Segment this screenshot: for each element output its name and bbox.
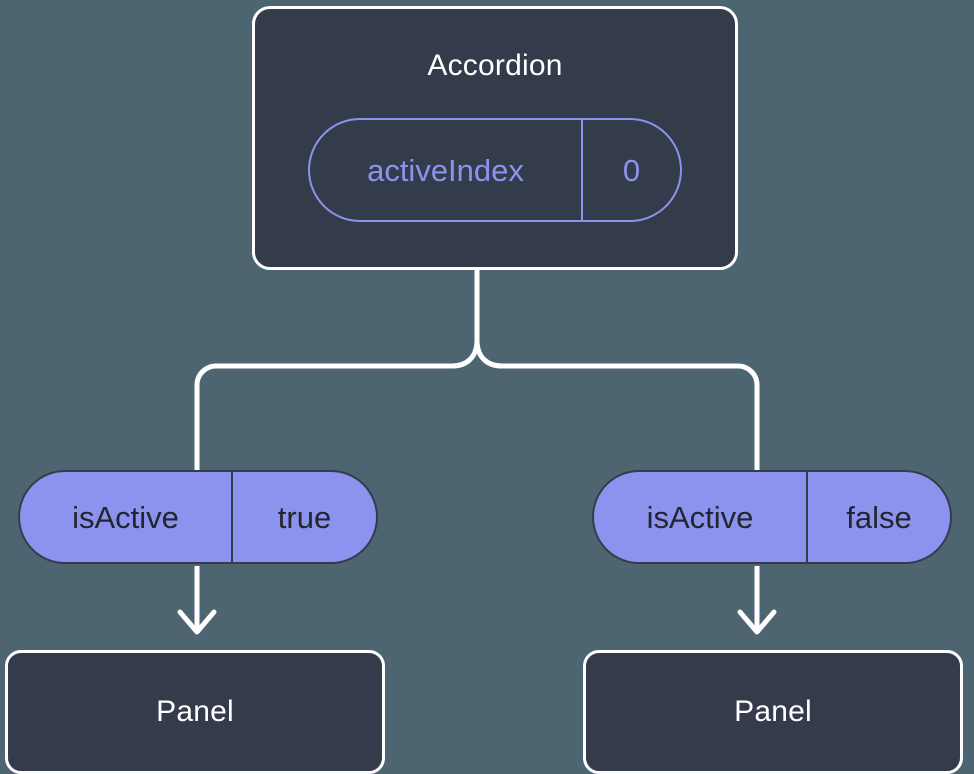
node-panel-right-title: Panel	[734, 695, 812, 728]
connector-branch-right	[474, 337, 741, 369]
connector-elbow-left	[194, 363, 219, 475]
state-pill-activeindex-key: activeIndex	[310, 120, 583, 220]
node-panel-right[interactable]: Panel	[583, 650, 963, 774]
node-accordion-title: Accordion	[427, 49, 563, 82]
state-pill-activeindex[interactable]: activeIndex 0	[308, 118, 682, 222]
connector-arrow-right-head	[737, 609, 777, 635]
node-panel-left-title: Panel	[156, 695, 234, 728]
prop-pill-isactive-false-value: false	[846, 499, 912, 535]
prop-pill-isactive-true-value: true	[277, 499, 332, 535]
connector-elbow-right	[735, 363, 760, 475]
connector-arrow-left-head	[177, 609, 217, 635]
prop-pill-isactive-false-key: isActive	[594, 472, 808, 562]
connector-branch-left	[213, 337, 480, 369]
prop-pill-isactive-false[interactable]: isActive false	[592, 470, 952, 564]
node-panel-left[interactable]: Panel	[5, 650, 385, 774]
prop-pill-isactive-true-key: isActive	[20, 472, 233, 562]
prop-pill-isactive-true[interactable]: isActive true	[18, 470, 378, 564]
state-pill-activeindex-value: 0	[622, 152, 641, 188]
